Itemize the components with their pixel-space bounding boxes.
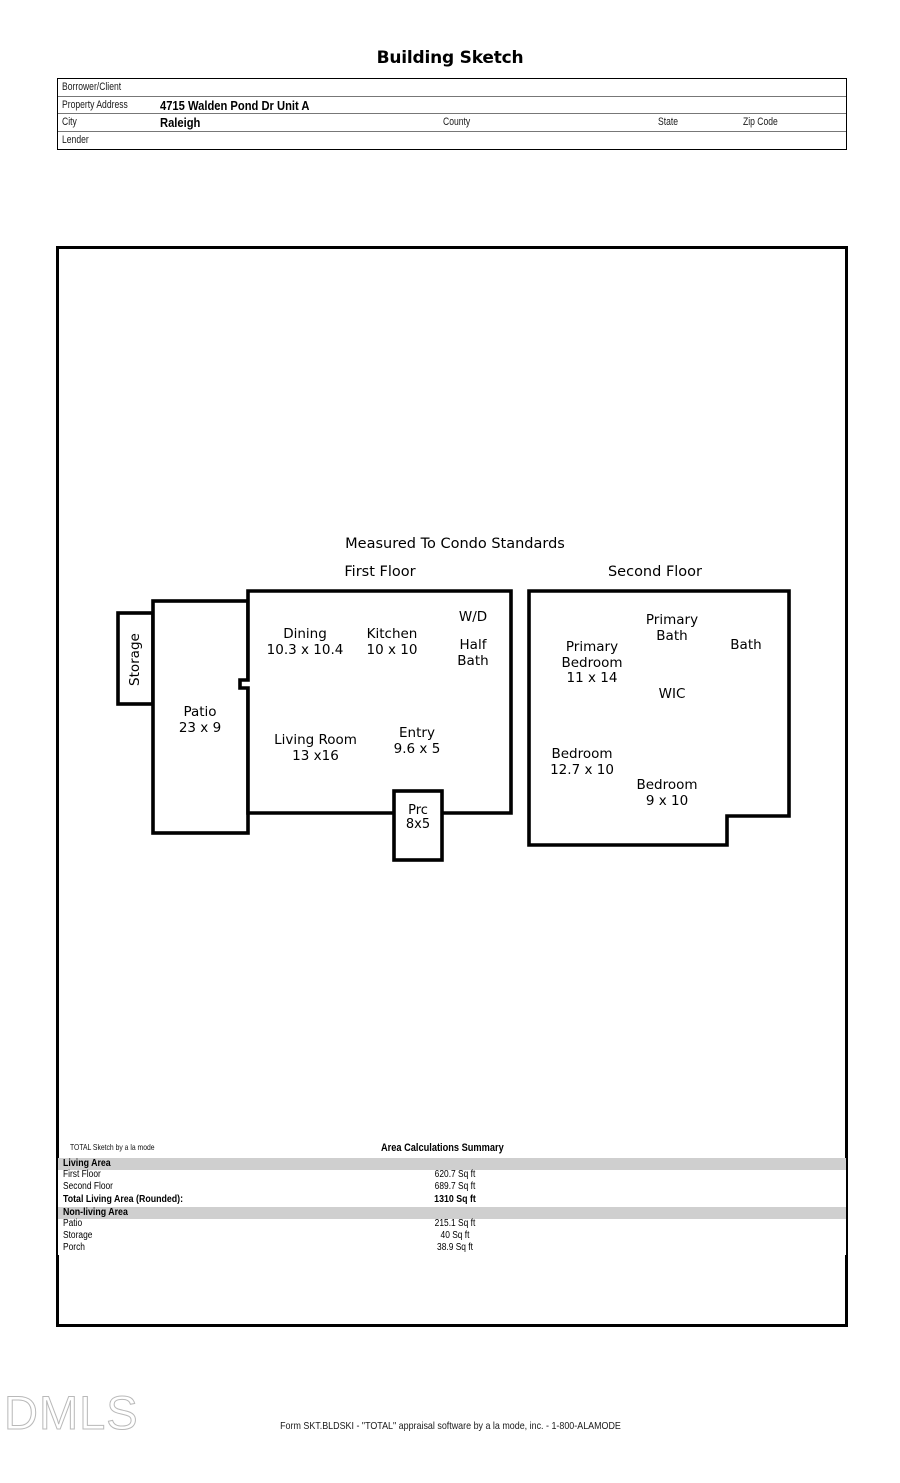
property-info-table: Borrower/Client Property Address 4715 Wa… [57,78,847,150]
area-summary-title: Area Calculations Summary [381,1142,504,1154]
room-name-bedroom-2: Bedroom [551,746,613,762]
room-label-wic: WIC [658,686,686,702]
table-row-total-living-area: Total Living Area (Rounded): 1310 Sq ft [58,1193,846,1207]
room-dims-bedroom-2: 12.7 x 10 [550,761,614,778]
room-dims-porch: 8x5 [405,817,431,832]
room-name-patio: Patio [183,704,217,720]
table-row-porch-area: Porch 38.9 Sq ft [58,1241,846,1256]
table-row-storage-area: Storage 40 Sq ft [58,1229,846,1243]
area-section-label-living: Living Area [63,1157,111,1169]
room-name-bedroom-3: Bedroom [636,777,698,793]
area-section-label-nonliving: Non-living Area [63,1205,128,1218]
room-dims-entry: 9.6 x 5 [393,740,441,757]
label-county: County [443,116,471,128]
sketch-credit: TOTAL Sketch by a la mode [70,1142,155,1152]
label-lender: Lender [62,133,89,146]
area-name-patio: Patio [63,1217,83,1229]
room-name-primary-bedroom: Primary Bedroom [561,639,623,671]
area-value-storage: 40 Sq ft [440,1229,470,1241]
room-label-washer-dryer: W/D [458,609,488,625]
table-row-borrower: Borrower/Client [58,79,846,97]
second-floor-heading: Second Floor [607,564,703,580]
room-label-storage: Storage [127,633,143,687]
dmls-watermark-logo: DMLS [4,1386,139,1440]
table-row-second-floor-area: Second Floor 689.7 Sq ft [58,1181,846,1195]
room-dims-bedroom-3: 9 x 10 [645,792,689,809]
value-property-address: 4715 Walden Pond Dr Unit A [160,97,310,113]
area-value-patio: 215.1 Sq ft [434,1217,476,1229]
room-name-entry: Entry [399,725,435,741]
label-borrower-client: Borrower/Client [62,81,122,93]
area-name-storage: Storage [63,1229,93,1241]
area-calculations-table: Living Area First Floor 620.7 Sq ft Seco… [58,1157,846,1256]
area-name-second-floor: Second Floor [63,1181,113,1193]
first-floor-heading: First Floor [344,564,416,580]
area-section-header-living: Living Area [58,1157,846,1170]
area-name-first-floor: First Floor [63,1169,101,1180]
label-state: State [658,116,679,128]
area-name-porch: Porch [63,1241,85,1253]
table-row-patio-area: Patio 215.1 Sq ft [58,1217,846,1231]
room-dims-dining: 10.3 x 10.4 [266,641,344,658]
area-value-total-living: 1310 Sq ft [434,1193,476,1206]
area-name-total-living: Total Living Area (Rounded): [63,1193,184,1206]
room-dims-kitchen: 10 x 10 [366,641,418,658]
room-label-primary-bath: Primary Bath [645,612,699,644]
room-name-kitchen: Kitchen [366,626,418,642]
room-dims-patio: 23 x 9 [178,719,222,736]
room-name-dining: Dining [283,626,327,642]
room-label-half-bath: Half Bath [457,637,489,669]
table-row-lender: Lender [58,132,846,150]
room-dims-primary-bedroom: 11 x 14 [566,670,618,686]
table-row-first-floor-area: First Floor 620.7 Sq ft [58,1169,846,1183]
room-name-living-room: Living Room [274,732,357,748]
form-footer-label: Form SKT.BLDSKI - "TOTAL" appraisal soft… [279,1420,621,1432]
label-zip-code: Zip Code [743,116,778,128]
form-footer-text: Form SKT.BLDSKI - "TOTAL" appraisal soft… [0,1420,900,1432]
area-value-porch: 38.9 Sq ft [437,1241,473,1253]
page-title: Building Sketch [376,48,524,68]
table-row-city: City Raleigh County State Zip Code [58,114,846,132]
area-section-header-nonliving: Non-living Area [58,1205,846,1219]
area-value-first-floor: 620.7 Sq ft [434,1169,476,1180]
room-name-porch: Prc [408,803,428,818]
room-label-bath: Bath [730,637,762,653]
label-city: City [62,116,77,128]
room-dims-living-room: 13 x16 [292,747,339,764]
table-row-property-address: Property Address 4715 Walden Pond Dr Uni… [58,97,846,114]
area-value-second-floor: 689.7 Sq ft [434,1181,476,1193]
value-city: Raleigh [160,115,201,130]
sketch-note: Measured To Condo Standards [345,536,565,552]
label-property-address: Property Address [62,98,128,111]
